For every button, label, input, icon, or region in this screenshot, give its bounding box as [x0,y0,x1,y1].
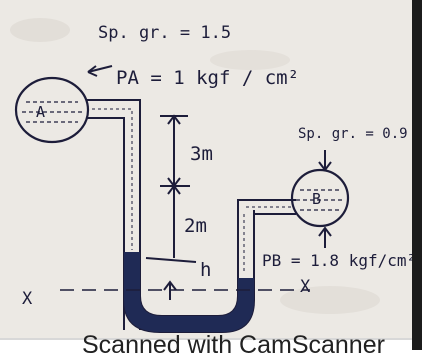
height-2m-label: 2m [184,215,207,237]
paper-sheet: A [0,0,412,338]
datum-x-left-label: X [22,289,33,309]
tank-a: A [14,76,90,144]
scanner-watermark: Scanned with CamScanner [82,331,385,359]
mercury-column [124,252,254,332]
manometer-diagram: A [10,18,412,333]
pressure-a-label: PA = 1 kgf / cm² [116,67,299,89]
pointer-arrow-a [87,65,113,73]
height-3m-label: 3m [190,143,213,165]
paper-smudge [10,18,70,42]
paper-smudge [280,286,380,314]
u-tube [123,210,255,333]
tank-b-label: B [312,190,321,208]
pipe-b [237,199,296,215]
pointer-arrowhead-b-top [318,161,332,172]
scan-border [412,0,422,350]
sg-right-label: Sp. gr. = 0.9 [298,126,408,142]
paper-smudge [210,50,290,70]
h-label: h [200,259,211,281]
pressure-b-label: PB = 1.8 kgf/cm² [262,251,412,270]
pointer-arrowhead-a [87,65,98,77]
tank-b: B [290,168,350,228]
datum-x-right-label: X [300,277,311,297]
sheet-edge [0,338,412,340]
tank-a-label: A [36,103,45,121]
dimension-lines [145,114,197,300]
pointer-arrowhead-b-bottom [318,226,332,237]
sg-left-label: Sp. gr. = 1.5 [98,23,231,43]
